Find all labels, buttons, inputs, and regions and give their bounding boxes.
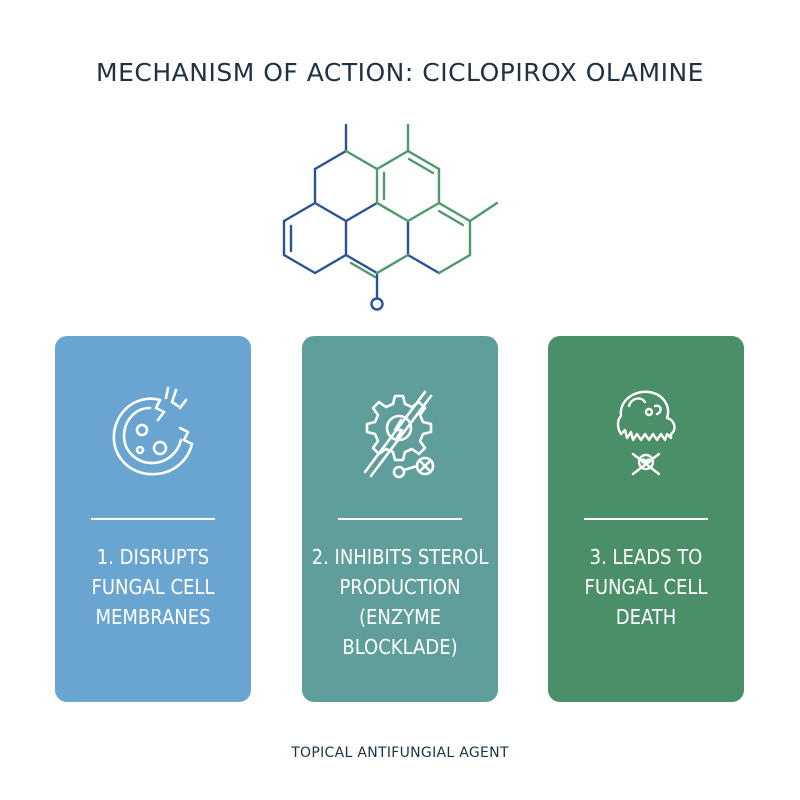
card-line: 2. INHIBITS STEROL: [311, 545, 489, 569]
card-line: DEATH: [615, 605, 677, 629]
card-cell-death: 3. LEADS TO FUNGAL CELL DEATH: [548, 336, 744, 702]
card-line: 1. DISRUPTS: [96, 545, 210, 569]
card-label: 1. DISRUPTS FUNGAL CELL MEMBRANES: [63, 542, 243, 632]
broken-cell-membrane-icon: [112, 386, 194, 476]
card-label: 3. LEADS TO FUNGAL CELL DEATH: [556, 542, 736, 632]
card-label: 2. INHIBITS STEROL PRODUCTION (ENZYME BL…: [310, 542, 490, 662]
card-line: FUNGAL CELL: [91, 575, 215, 599]
card-line: 3. LEADS TO: [589, 545, 703, 569]
card-divider: [338, 518, 462, 520]
footer-caption: TOPICAL ANTIFUNGIAL AGENT: [291, 745, 509, 761]
card-disrupts-membranes: 1. DISRUPTS FUNGAL CELL MEMBRANES: [55, 336, 251, 702]
card-inhibits-sterol: 2. INHIBITS STEROL PRODUCTION (ENZYME BL…: [302, 336, 498, 702]
card-line: MEMBRANES: [95, 605, 211, 629]
page-title: MECHANISM OF ACTION: CICLOPIROX OLAMINE: [96, 58, 704, 87]
fungus-skull-death-icon: [616, 390, 676, 476]
card-divider: [91, 518, 215, 520]
card-line: (ENZYME BLOCKLADE): [342, 605, 458, 659]
card-line: FUNGAL CELL: [584, 575, 708, 599]
card-divider: [584, 518, 708, 520]
gear-blocked-enzyme-icon: [363, 390, 435, 479]
card-line: PRODUCTION: [339, 575, 461, 599]
molecule-structure-icon: [282, 123, 499, 311]
